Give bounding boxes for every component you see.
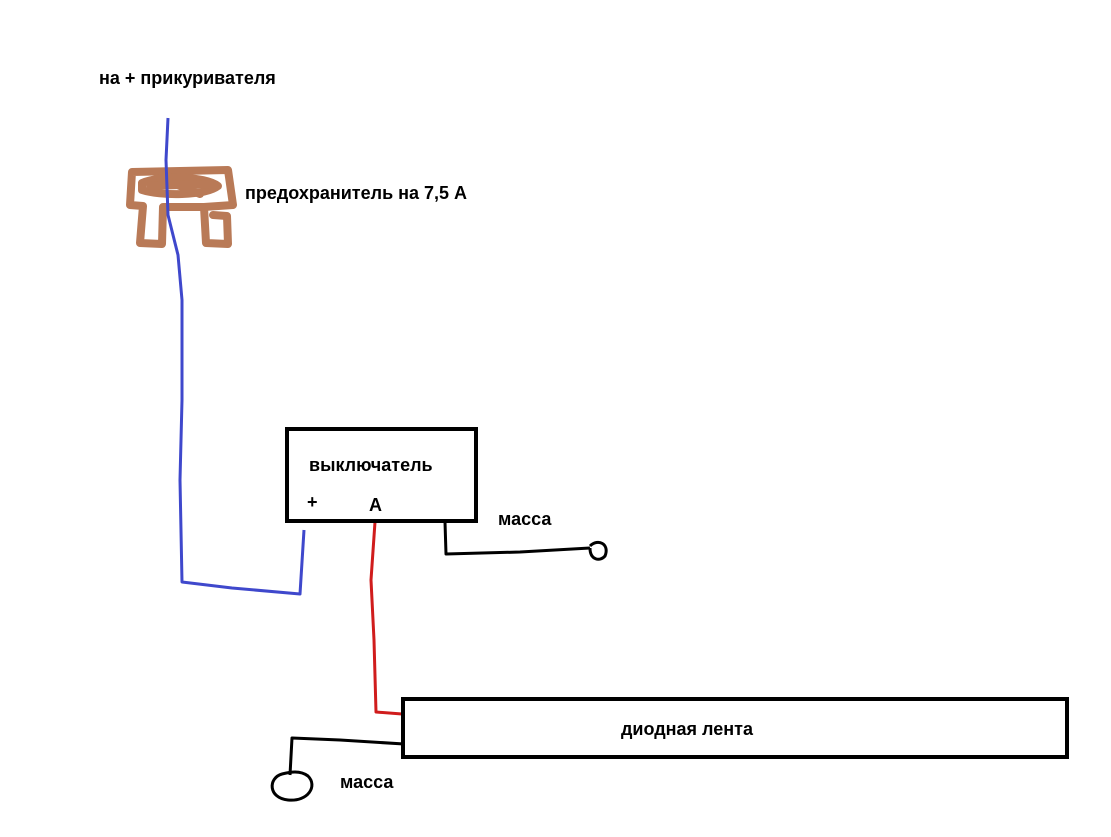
wire-blue: [164, 117, 306, 596]
wire-ground-left: [288, 736, 405, 776]
switch-title: выключатель: [309, 455, 433, 475]
led-strip-label: диодная лента: [621, 719, 753, 739]
switch-a-terminal: A: [369, 495, 382, 515]
fuse-icon: [126, 166, 237, 248]
fuse-label: предохранитель на 7,5 А: [245, 183, 468, 203]
wire-red: [369, 521, 403, 716]
switch-plus-terminal: +: [307, 492, 318, 512]
ground-right-label: масса: [498, 509, 552, 529]
led-strip-box: диодная лента: [401, 697, 1069, 759]
ground-terminal-left-icon: [270, 770, 314, 802]
ground-terminal-right-icon: [588, 540, 608, 561]
wire-ground-right: [443, 521, 591, 556]
ground-left-label: масса: [340, 772, 394, 792]
switch-box: выключатель + A: [285, 427, 478, 523]
source-label: на + прикуривателя: [99, 68, 276, 88]
